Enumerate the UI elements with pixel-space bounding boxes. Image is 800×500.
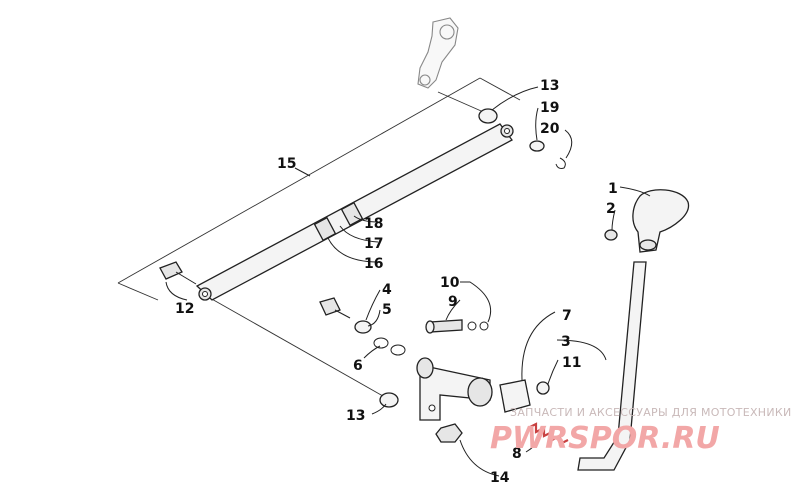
spring-8 xyxy=(527,422,569,446)
bushing-13-top xyxy=(478,108,498,124)
callout-20: 20 xyxy=(540,121,560,137)
watermark: ЗАПЧАСТИ И АКСЕССУАРЫ ДЛЯ МОТОТЕХНИКИ PW… xyxy=(490,406,792,456)
callout-16: 16 xyxy=(364,256,383,272)
washer-5 xyxy=(354,320,372,334)
callout-7: 7 xyxy=(562,308,572,324)
callout-1: 1 xyxy=(608,181,618,197)
o-ring-6a xyxy=(373,337,389,349)
shift-knob-1 xyxy=(632,189,690,253)
bolt-4 xyxy=(319,297,351,319)
callout-labels: 1 2 3 4 5 6 7 8 9 10 11 12 13 13 14 15 1… xyxy=(175,78,618,486)
callout-4: 4 xyxy=(382,282,392,298)
pin-9 xyxy=(425,319,463,334)
ring-10b xyxy=(479,321,489,331)
watermark-tagline: ЗАПЧАСТИ И АКСЕССУАРЫ ДЛЯ МОТОТЕХНИКИ xyxy=(510,406,792,419)
assembly-frame xyxy=(117,77,521,401)
callout-15: 15 xyxy=(277,156,296,172)
shift-arm-ghost xyxy=(417,17,459,89)
callout-10: 10 xyxy=(440,275,460,291)
callout-13-top: 13 xyxy=(540,78,559,94)
callout-13-lower: 13 xyxy=(346,408,365,424)
callout-17: 17 xyxy=(364,236,383,252)
callout-12: 12 xyxy=(175,301,194,317)
screw-2 xyxy=(604,229,618,241)
callout-11: 11 xyxy=(562,355,581,371)
leader-lines xyxy=(165,86,651,477)
o-ring-6b xyxy=(390,344,406,356)
shift-bracket xyxy=(416,357,531,421)
watermark-logo: PWRSPOR.RU xyxy=(490,421,720,456)
callout-2: 2 xyxy=(606,201,616,217)
bushing-13-lower xyxy=(379,392,399,408)
bolt-12 xyxy=(159,261,197,285)
callout-6: 6 xyxy=(353,358,363,374)
spacer-11 xyxy=(536,381,550,395)
nut-14 xyxy=(435,423,463,443)
callout-8: 8 xyxy=(512,446,522,462)
callout-3: 3 xyxy=(561,334,571,350)
washer-19 xyxy=(529,140,545,152)
callout-9: 9 xyxy=(448,294,458,310)
callout-5: 5 xyxy=(382,302,392,318)
shift-rod-3 xyxy=(577,261,647,471)
callout-18: 18 xyxy=(364,216,383,232)
callout-14: 14 xyxy=(490,470,510,486)
clip-20 xyxy=(555,157,566,169)
ring-10a xyxy=(467,321,477,331)
callout-19: 19 xyxy=(540,100,559,116)
tie-rod xyxy=(195,123,514,301)
